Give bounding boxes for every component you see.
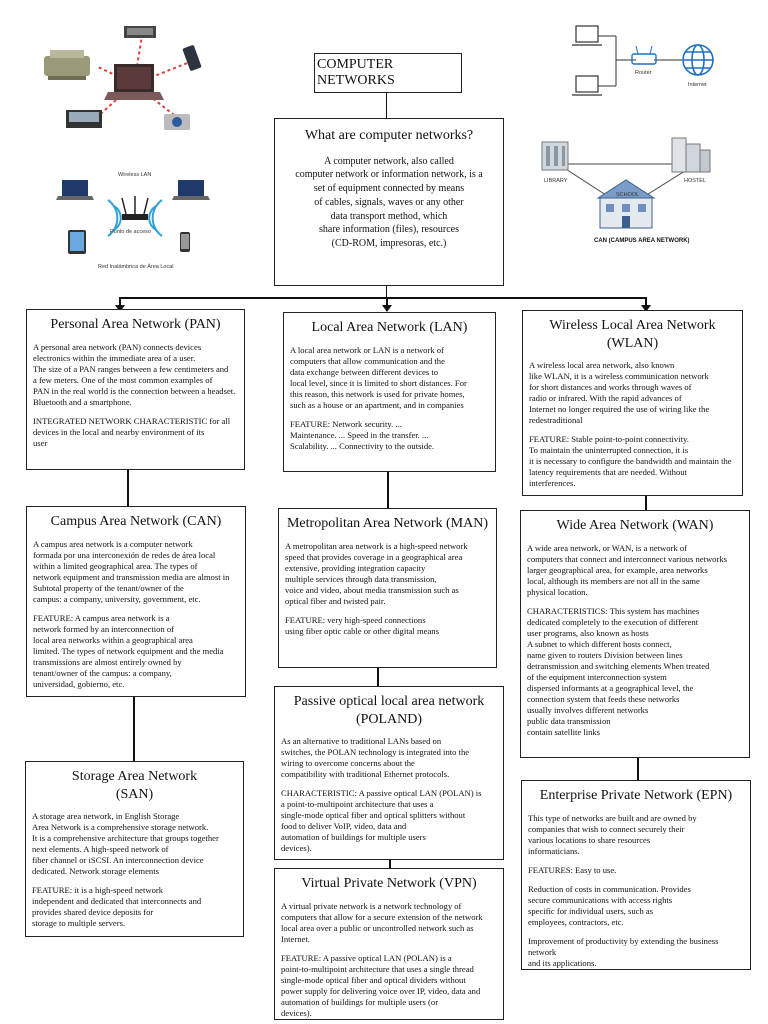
poland-box: Passive optical local area network (POLA… — [274, 686, 504, 860]
wlan-title-label: Wireless LAN — [118, 172, 151, 178]
pan-title: Personal Area Network (PAN) — [50, 317, 221, 332]
hostel-label: HOSTEL — [684, 178, 706, 184]
connector-can-san — [133, 697, 135, 761]
pan-description: A personal area network (PAN) connects d… — [33, 341, 236, 407]
connector-to-wlan — [645, 297, 647, 307]
connector-branch-horizontal — [119, 297, 646, 299]
wan-title: Wide Area Network (WAN) — [556, 518, 714, 533]
library-building-icon — [541, 141, 569, 171]
tablet-icon — [68, 230, 86, 254]
connector-intro-down — [386, 286, 387, 298]
connector-man-poland — [377, 668, 379, 686]
vpn-title: Virtual Private Network (VPN) — [301, 876, 477, 891]
access-point-icon — [121, 196, 149, 220]
wan-box: Wide Area Network (WAN) A wide area netw… — [520, 510, 750, 758]
lan-title: Local Area Network (LAN) — [311, 320, 468, 335]
poland-feature: CHARACTERISTIC: A passive optical LAN (P… — [281, 788, 482, 853]
intro-box: What are computer networks? A computer n… — [274, 118, 504, 286]
poland-title: Passive optical local area network (POLA… — [293, 694, 485, 727]
smartphone-icon — [180, 232, 190, 252]
pan-devices-illustration — [44, 26, 202, 130]
lan-description: A local area network or LAN is a network… — [290, 344, 467, 410]
epn-feature: FEATURES: Easy to use. — [528, 864, 617, 875]
san-title: Storage Area Network (SAN) — [71, 769, 198, 802]
printer-icon — [44, 50, 90, 80]
router-icon — [631, 45, 657, 65]
library-label: LIBRARY — [544, 178, 568, 184]
vpn-feature: FEATURE: A passive optical LAN (POLAN) i… — [281, 952, 481, 1018]
intro-heading: What are computer networks? — [304, 128, 474, 143]
campus-network-illustration: LIBRARY HOSTEL SCHOOL CAN (CAMPUS AREA N… — [541, 137, 711, 244]
man-feature: FEATURE: very high-speed connections usi… — [285, 614, 439, 636]
connector-wlan-wan — [645, 496, 647, 510]
vpn-description: A virtual private network is a network t… — [281, 900, 483, 944]
connector-title-intro — [386, 92, 387, 118]
can-feature: FEATURE: A campus area network is a netw… — [33, 612, 224, 689]
poland-description: As an alternative to traditional LANs ba… — [281, 736, 470, 779]
epn-benefits: Reduction of costs in communication. Pro… — [528, 883, 691, 927]
can-box: Campus Area Network (CAN) A campus area … — [26, 506, 246, 697]
camera-icon — [164, 114, 190, 130]
lan-box: Local Area Network (LAN) A local area ne… — [283, 312, 496, 472]
wlan-title: Wireless Local Area Network (WLAN) — [549, 318, 716, 351]
san-description: A storage area network, in English Stora… — [32, 811, 219, 876]
computer-bottom-icon — [572, 75, 602, 96]
man-title: Metropolitan Area Network (MAN) — [286, 516, 488, 531]
connector-pan-can — [127, 470, 129, 506]
can-description: A campus area network is a computer netw… — [33, 538, 230, 604]
wireless-lan-illustration: Wireless LAN Punto de acceso Red Inalámb… — [56, 172, 210, 270]
san-box: Storage Area Network (SAN) A storage are… — [25, 761, 244, 937]
connector-arrowheads — [115, 305, 651, 312]
can-caption-label: CAN (CAMPUS AREA NETWORK) — [594, 238, 690, 244]
school-label: SCHOOL — [616, 192, 639, 198]
router-label: Router — [635, 70, 652, 76]
lan-feature: FEATURE: Network security. ... Maintenan… — [290, 418, 435, 451]
computer-top-icon — [572, 25, 602, 46]
internet-label: Internet — [688, 82, 707, 88]
intro-body: A computer network, also called computer… — [295, 155, 483, 250]
man-box: Metropolitan Area Network (MAN) A metrop… — [278, 508, 497, 668]
connector-lan-man — [387, 472, 389, 508]
router-internet-illustration: Router Internet — [572, 25, 714, 96]
pan-box: Personal Area Network (PAN) A personal a… — [26, 309, 245, 470]
wan-characteristics: CHARACTERISTICS: This system has machine… — [527, 605, 710, 737]
wlan-box: Wireless Local Area Network (WLAN) A wir… — [522, 310, 743, 496]
keyboard-icon — [124, 26, 156, 38]
title-box: COMPUTER NETWORKS — [314, 53, 462, 93]
vpn-box: Virtual Private Network (VPN) A virtual … — [274, 868, 504, 1020]
connector-poland-vpn — [389, 860, 391, 868]
connector-to-pan — [119, 297, 121, 307]
epn-title: Enterprise Private Network (EPN) — [539, 788, 733, 803]
phone-icon — [182, 45, 202, 71]
connector-to-lan — [386, 297, 388, 307]
wan-description: A wide area network, or WAN, is a networ… — [527, 542, 727, 597]
wlan-feature: FEATURE: Stable point-to-point connectiv… — [529, 434, 732, 488]
pda-icon — [66, 110, 102, 128]
epn-description: This type of networks are built and are … — [528, 812, 697, 856]
epn-box: Enterprise Private Network (EPN) This ty… — [521, 780, 751, 970]
access-point-label: Punto de acceso — [110, 229, 151, 235]
san-feature: FEATURE: it is a high-speed network inde… — [32, 885, 202, 928]
pan-feature: INTEGRATED NETWORK CHARACTERISTIC for al… — [33, 415, 231, 448]
globe-icon — [682, 44, 714, 76]
school-building-icon — [596, 179, 656, 229]
laptop-left-icon — [56, 180, 94, 200]
hostel-building-icon — [671, 137, 711, 173]
wlan-description: A wireless local area network, also know… — [529, 360, 710, 425]
epn-productivity: Improvement of productivity by extending… — [528, 935, 719, 968]
wlan-caption-label: Red Inalámbrica de Área Local — [98, 263, 174, 270]
can-title: Campus Area Network (CAN) — [50, 514, 222, 529]
connector-wan-epn — [637, 758, 639, 780]
laptop-icon — [104, 64, 164, 100]
page-title: COMPUTER NETWORKS — [317, 57, 395, 88]
man-description: A metropolitan area network is a high-sp… — [285, 540, 468, 606]
laptop-right-icon — [172, 180, 210, 200]
